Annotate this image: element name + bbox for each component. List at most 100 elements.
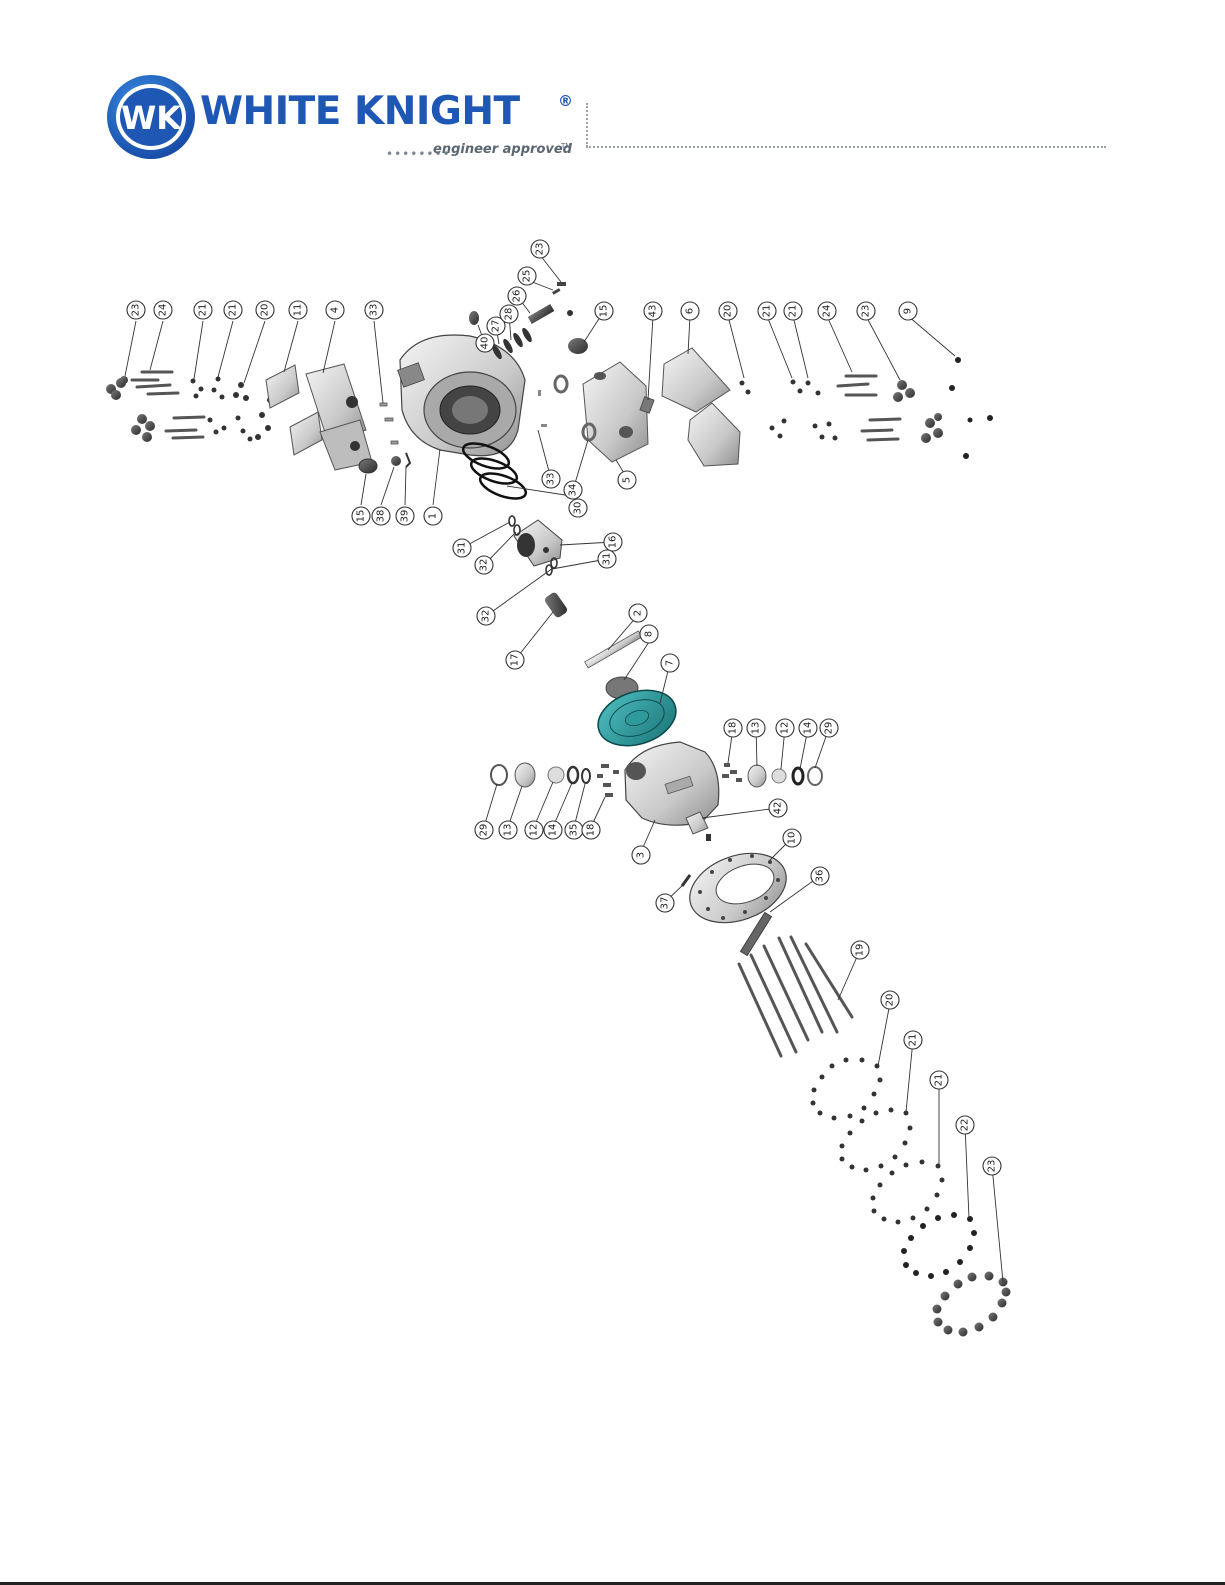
callout-number: 36 xyxy=(815,870,826,883)
callout-number: 4 xyxy=(330,307,341,313)
callout-number: 23 xyxy=(131,304,142,317)
part-3-liquid-chamber xyxy=(625,742,719,825)
callout-1: 1 xyxy=(424,507,442,525)
callout-14: 14 xyxy=(799,719,817,737)
callout-number: 20 xyxy=(723,305,734,318)
callout-29: 29 xyxy=(820,719,838,737)
callout-30: 30 xyxy=(569,499,587,517)
callout-23: 23 xyxy=(531,240,549,258)
callout-38: 38 xyxy=(372,507,390,525)
callout-9: 9 xyxy=(899,302,917,320)
callout-23: 23 xyxy=(127,301,145,319)
callout-number: 21 xyxy=(788,305,799,318)
callout-20: 20 xyxy=(256,301,274,319)
callout-34: 34 xyxy=(564,481,582,499)
callout-number: 7 xyxy=(665,660,676,666)
small-pins-33 xyxy=(380,403,398,444)
callout-number: 25 xyxy=(522,270,533,283)
leader-lines xyxy=(125,255,1003,1282)
callout-8: 8 xyxy=(640,625,658,643)
callout-24: 24 xyxy=(154,301,172,319)
bottom-fastener-ring-21b xyxy=(871,1160,945,1225)
part-10-clamp-ring xyxy=(680,841,796,935)
callout-32: 32 xyxy=(475,556,493,574)
callout-number: 14 xyxy=(803,722,814,735)
callout-number: 23 xyxy=(535,243,546,256)
callout-25: 25 xyxy=(518,267,536,285)
part-17-spool xyxy=(543,591,568,619)
callout-35: 35 xyxy=(565,821,583,839)
left-check-valve-parts xyxy=(491,763,619,797)
callout-number: 12 xyxy=(529,824,540,837)
callout-number: 32 xyxy=(481,610,492,623)
part-5-manifold xyxy=(583,362,654,462)
callout-2: 2 xyxy=(629,604,647,622)
part-6-plates xyxy=(662,348,740,466)
callout-40: 40 xyxy=(476,334,494,352)
callout-13: 13 xyxy=(747,719,765,737)
callout-3: 3 xyxy=(632,846,650,864)
callout-number: 21 xyxy=(934,1074,945,1087)
callout-21: 21 xyxy=(194,301,212,319)
callout-18: 18 xyxy=(724,719,742,737)
callout-21: 21 xyxy=(784,302,802,320)
part-19-rods xyxy=(739,937,852,1056)
callout-number: 15 xyxy=(356,510,367,523)
callout-number: 5 xyxy=(622,477,633,483)
callout-number: 33 xyxy=(369,304,380,317)
callout-number: 15 xyxy=(599,305,610,318)
callout-number: 37 xyxy=(660,897,671,910)
callout-number: 10 xyxy=(787,832,798,845)
callout-number: 31 xyxy=(602,553,613,566)
callout-20: 20 xyxy=(881,991,899,1009)
callout-number: 21 xyxy=(762,305,773,318)
callout-17: 17 xyxy=(506,651,524,669)
callout-number: 12 xyxy=(780,722,791,735)
callout-number: 11 xyxy=(293,304,304,317)
callout-number: 31 xyxy=(457,542,468,555)
callout-43: 43 xyxy=(644,302,662,320)
callout-number: 35 xyxy=(569,824,580,837)
callout-20: 20 xyxy=(719,302,737,320)
callout-5: 5 xyxy=(618,471,636,489)
callout-14: 14 xyxy=(544,821,562,839)
callout-number: 21 xyxy=(908,1034,919,1047)
callout-42: 42 xyxy=(769,799,787,817)
callout-39: 39 xyxy=(396,507,414,525)
callout-number: 17 xyxy=(510,654,521,667)
right-fastener-group xyxy=(740,357,994,459)
callout-number: 20 xyxy=(885,994,896,1007)
right-check-valve-parts xyxy=(722,763,822,787)
callout-number: 23 xyxy=(861,305,872,318)
callout-23: 23 xyxy=(857,302,875,320)
callout-15: 15 xyxy=(352,507,370,525)
callout-number: 24 xyxy=(158,304,169,317)
callout-number: 16 xyxy=(608,536,619,549)
callout-6: 6 xyxy=(681,302,699,320)
callout-number: 9 xyxy=(903,308,914,314)
callout-number: 24 xyxy=(822,305,833,318)
callout-number: 26 xyxy=(512,290,523,303)
callout-26: 26 xyxy=(508,287,526,305)
part-2-shaft xyxy=(585,631,642,668)
part-16-air-valve xyxy=(514,520,562,566)
bottom-fastener-ring-20 xyxy=(811,1058,883,1121)
callout-number: 21 xyxy=(198,304,209,317)
callout-number: 39 xyxy=(400,510,411,523)
callout-16: 16 xyxy=(604,533,622,551)
callout-12: 12 xyxy=(525,821,543,839)
callout-number: 42 xyxy=(773,802,784,815)
callout-21: 21 xyxy=(224,301,242,319)
callout-19: 19 xyxy=(851,941,869,959)
callout-24: 24 xyxy=(818,302,836,320)
callout-number: 13 xyxy=(751,722,762,735)
callout-number: 43 xyxy=(648,305,659,318)
callout-31: 31 xyxy=(453,539,471,557)
callout-number: 13 xyxy=(503,824,514,837)
bottom-fastener-ring-23 xyxy=(933,1272,1011,1337)
callout-number: 3 xyxy=(636,852,647,858)
callout-7: 7 xyxy=(661,654,679,672)
callout-number: 2 xyxy=(633,610,644,616)
